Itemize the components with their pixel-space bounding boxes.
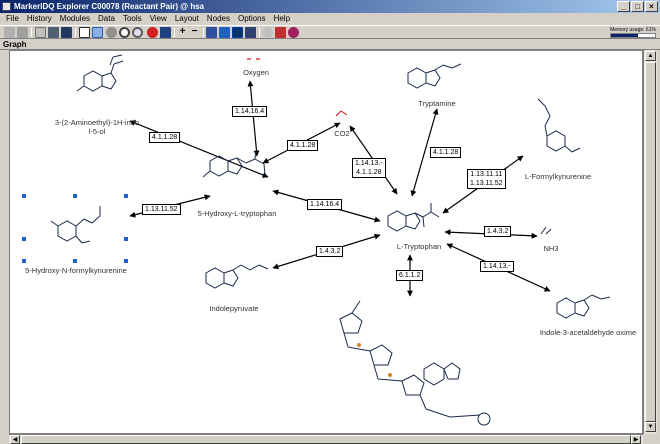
memory-bar-fill	[611, 34, 638, 37]
menu-data[interactable]: Data	[98, 14, 115, 23]
enzyme-label[interactable]: 6.1.1.2	[396, 270, 424, 281]
structure-hydroxytryptophan-icon	[202, 149, 266, 178]
save-icon[interactable]	[35, 27, 46, 38]
structure-oxime-icon	[556, 294, 611, 319]
toolbar-separator	[31, 28, 32, 37]
compound-oxime-label[interactable]: Indole-3-acetaldehyde oxime	[539, 328, 637, 337]
compound-oxygen-label[interactable]: Oxygen	[243, 68, 269, 77]
scroll-right-button[interactable]: ▶	[631, 435, 641, 444]
toolbar-separator	[174, 28, 175, 37]
horizontal-scrollbar[interactable]: ◀ ▶	[9, 434, 643, 444]
report-icon[interactable]	[275, 27, 286, 38]
graph-canvas[interactable]: 3-(2-Aminoethyl)-1H-indo l-5-ol Oxygen T…	[9, 50, 643, 434]
menu-options[interactable]: Options	[237, 14, 266, 23]
maximize-button[interactable]: □	[631, 1, 644, 12]
structure-tryptamine-icon	[407, 63, 462, 89]
layout-icon[interactable]	[206, 27, 217, 38]
compound-indolepyruvate-label[interactable]: Indolepyruvate	[209, 304, 259, 313]
window-title: MarkerIDQ Explorer C00078 (Reactant Pair…	[14, 2, 205, 11]
enzyme-label[interactable]: 1.14.13.-	[480, 261, 514, 272]
fit-icon[interactable]	[147, 27, 158, 38]
enzyme-label[interactable]: 4.1.1.28	[287, 140, 319, 151]
compound-tryptamine-label[interactable]: Tryptamine	[418, 99, 456, 108]
zoom-out-button[interactable]: −	[191, 26, 198, 37]
toolbar: + − Memory usage: 61%	[0, 25, 660, 39]
menu-nodes[interactable]: Nodes	[206, 14, 230, 23]
open-icon[interactable]	[17, 27, 28, 38]
select-rect-icon[interactable]	[79, 27, 90, 38]
enzyme-label[interactable]: 4.1.1.28	[149, 132, 181, 143]
menu-view[interactable]: View	[149, 14, 167, 23]
app-icon	[2, 2, 11, 11]
pathway-graph	[22, 54, 611, 426]
menu-layout[interactable]: Layout	[174, 14, 199, 23]
selection-handles	[22, 194, 128, 263]
enzyme-label[interactable]: 1.4.3.2	[484, 226, 512, 237]
structure-trna-icon	[339, 300, 491, 426]
scroll-left-button[interactable]: ◀	[10, 435, 20, 444]
vertical-scroll-thumb[interactable]	[645, 62, 656, 422]
compound-co2-label[interactable]: CO2	[334, 129, 350, 138]
menu-file[interactable]: File	[6, 14, 19, 23]
grid-icon[interactable]	[160, 27, 171, 38]
vertical-scrollbar[interactable]: ▲ ▼	[643, 50, 657, 434]
phosphate-markers	[357, 343, 392, 377]
structure-nh3-icon	[540, 226, 552, 235]
zoom-region-icon[interactable]	[132, 27, 143, 38]
edge-aminoethyl	[129, 120, 269, 178]
menu-history[interactable]: History	[26, 14, 52, 23]
structure-co2-icon	[335, 110, 348, 117]
menu-bar: File History Modules Data Tools View Lay…	[0, 13, 660, 25]
toolbar-separator	[75, 28, 76, 37]
copy-icon[interactable]	[61, 27, 72, 38]
minimize-button[interactable]: _	[617, 1, 630, 12]
structure-formylkynurenine-icon	[537, 98, 581, 153]
enzyme-label[interactable]: 1.14.13.- 4.1.1.28	[352, 158, 386, 178]
settings-icon[interactable]	[262, 27, 273, 38]
zoom-in-button[interactable]: +	[179, 26, 186, 37]
enzyme-label[interactable]: 1.14.16.4	[232, 106, 268, 117]
enzyme-label[interactable]: 1.4.3.2	[316, 246, 344, 257]
edge-oxygen	[247, 80, 260, 157]
menu-modules[interactable]: Modules	[59, 14, 91, 23]
memory-label: Memory usage: 61%	[610, 27, 656, 33]
edge-tryptamine	[410, 108, 439, 197]
compound-aminoethyl-label[interactable]: 3-(2-Aminoethyl)-1H-indo l-5-ol	[54, 118, 140, 136]
title-bar: MarkerIDQ Explorer C00078 (Reactant Pair…	[0, 0, 660, 13]
compound-formylkynurenine-label[interactable]: L-Formylkynurenine	[524, 172, 592, 181]
horizontal-scroll-thumb[interactable]	[21, 435, 631, 444]
structure-hydroxyformylkynurenine-icon	[50, 206, 101, 244]
enzyme-label[interactable]: 4.1.1.28	[430, 147, 462, 158]
scroll-down-button[interactable]: ▼	[645, 422, 656, 432]
memory-bar	[610, 33, 656, 38]
print-icon[interactable]	[48, 27, 59, 38]
zoom-icon[interactable]	[119, 27, 130, 38]
graph-panel-title: Graph	[0, 39, 660, 50]
pointer-icon[interactable]	[92, 27, 103, 38]
toolbar-separator	[203, 28, 204, 37]
memory-indicator: Memory usage: 61%	[609, 27, 657, 38]
menu-tools[interactable]: Tools	[122, 14, 142, 23]
enzyme-label[interactable]: 1.13.11.52	[142, 204, 181, 215]
structure-tryptophan-icon	[387, 203, 440, 232]
structure-aminoethyl-icon	[76, 54, 124, 92]
layout-hierarchy-icon[interactable]	[245, 27, 256, 38]
menu-help[interactable]: Help	[273, 14, 291, 23]
toolbar-separator	[259, 28, 260, 37]
close-button[interactable]: ×	[645, 1, 658, 12]
compound-hydroxyformylkynurenine-label[interactable]: 5-Hydroxy-N-formylkynurenine	[25, 266, 127, 275]
compound-hydroxytryptophan-label[interactable]: 5-Hydroxy-L-tryptophan	[197, 209, 277, 218]
enzyme-label[interactable]: 1.13.11.11 1.13.11.52	[467, 169, 506, 189]
scroll-up-button[interactable]: ▲	[645, 51, 656, 61]
pan-hand-icon[interactable]	[106, 27, 117, 38]
layout-radial-icon[interactable]	[232, 27, 243, 38]
compound-nh3-label[interactable]: NH3	[543, 244, 559, 253]
structure-indolepyruvate-icon	[205, 264, 269, 289]
window-controls: _ □ ×	[617, 1, 658, 12]
compound-tryptophan-label[interactable]: L-Tryptophan	[396, 242, 442, 251]
enzyme-label[interactable]: 1.14.16.4	[307, 199, 343, 210]
view-icon[interactable]	[288, 27, 299, 38]
new-icon[interactable]	[4, 27, 15, 38]
layout-tree-icon[interactable]	[219, 27, 230, 38]
